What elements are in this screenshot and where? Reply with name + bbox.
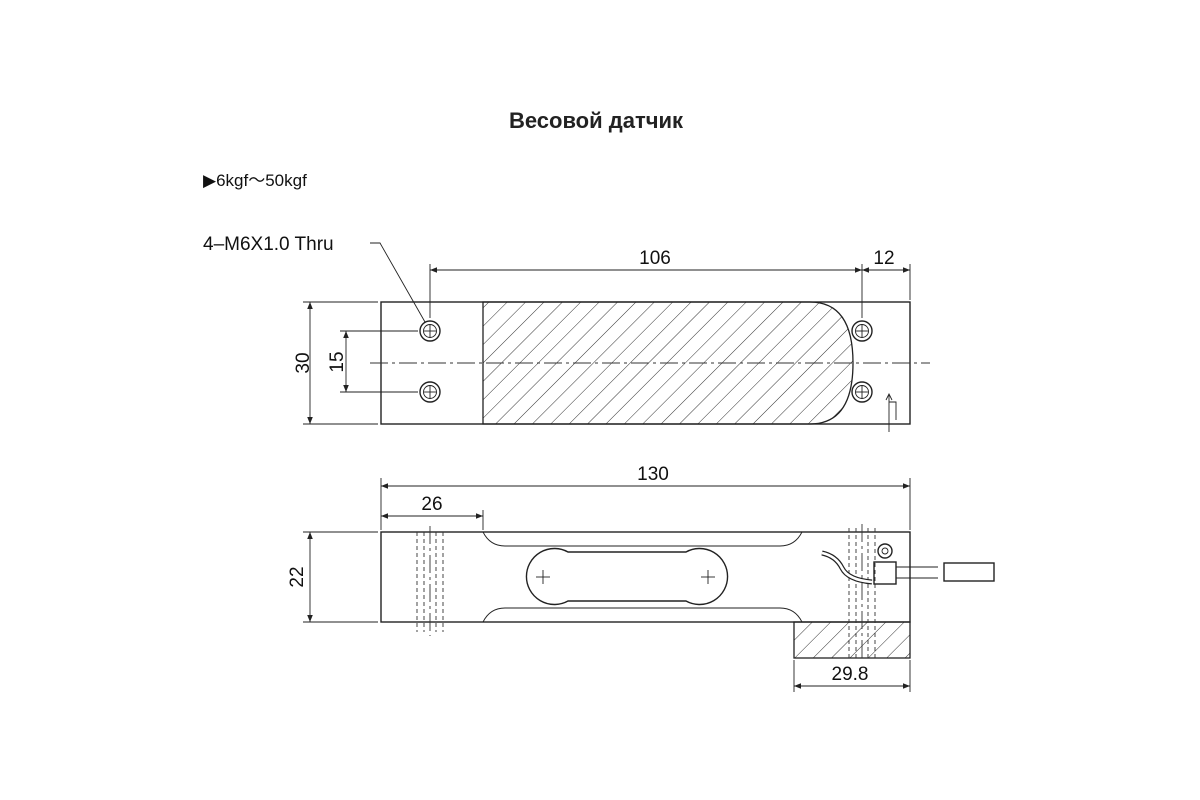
dim-mount-zone: 26 bbox=[421, 494, 442, 515]
hole-note-leader bbox=[370, 242, 426, 323]
hatched-mount-block bbox=[793, 621, 911, 659]
hole-right-lower bbox=[851, 381, 873, 403]
dim-height: 22 bbox=[287, 566, 308, 587]
hole-right-upper bbox=[851, 320, 873, 342]
side-view: 130 26 22 29.8 bbox=[287, 464, 995, 692]
thru-hole-right-hidden bbox=[848, 524, 876, 662]
dim-hole-pitch-length: 106 bbox=[639, 248, 671, 269]
dim-hole-to-end: 12 bbox=[873, 248, 894, 269]
upper-recess bbox=[482, 531, 803, 547]
binocular-strain-hole bbox=[525, 547, 729, 606]
dim-width: 30 bbox=[293, 352, 314, 373]
hole-note: 4–M6X1.0 Thru bbox=[203, 234, 334, 255]
dim-mount-offset: 29.8 bbox=[832, 664, 869, 685]
page-title: Весовой датчик bbox=[509, 108, 684, 133]
thru-hole-left-hidden bbox=[416, 526, 444, 636]
side-view-outline bbox=[380, 531, 911, 623]
dim-length: 130 bbox=[637, 464, 669, 485]
hole-left-lower bbox=[419, 381, 441, 403]
capacity-range: ▶6kgf～50kgf bbox=[203, 171, 307, 190]
hole-left-upper bbox=[419, 320, 441, 342]
lower-recess bbox=[482, 607, 803, 623]
load-direction-arrow-icon bbox=[884, 392, 897, 432]
dim-hole-pitch-width: 15 bbox=[327, 351, 348, 372]
top-view: 4–M6X1.0 Thru 106 12 30 15 bbox=[203, 234, 930, 432]
cable-icon bbox=[821, 543, 995, 585]
